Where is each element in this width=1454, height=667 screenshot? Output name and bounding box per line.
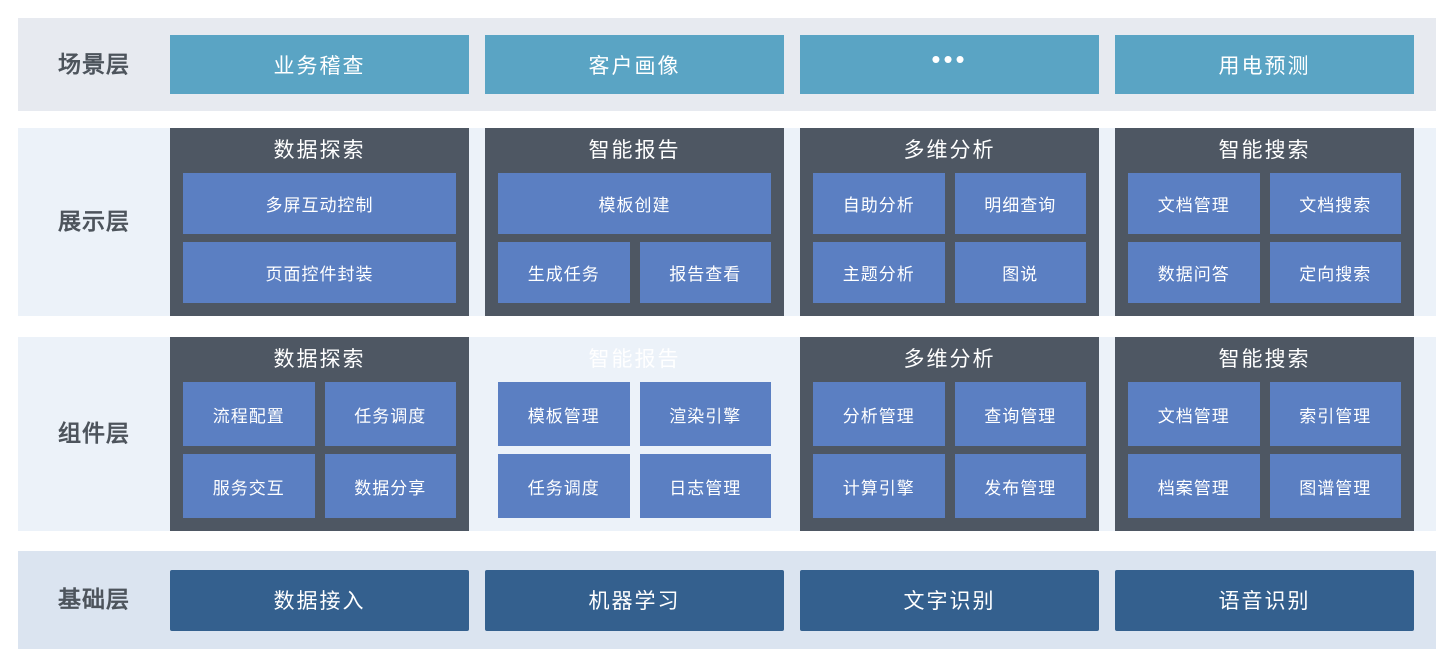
card-row: 服务交互 数据分享 [183,454,456,518]
card-presentation-1[interactable]: 数据探索 多屏互动控制 页面控件封装 [170,128,469,316]
card-title: 数据探索 [273,139,366,162]
scenario-box-more-ellipsis[interactable]: ••• [800,35,1099,94]
layer-label-scenario: 场景层 [58,50,130,77]
card-row: 多屏互动控制 [183,173,456,235]
chip[interactable]: 报告查看 [639,242,771,303]
chip[interactable]: 档案管理 [1128,454,1260,518]
card-row: 主题分析 图说 [813,242,1086,303]
chip[interactable]: 页面控件封装 [183,242,456,303]
chip[interactable]: 模板创建 [498,173,771,235]
scenario-box-1[interactable]: 业务稽查 [170,35,469,94]
layer-body-scenario: 业务稽查 客户画像 ••• 用电预测 [170,18,1436,111]
card-row: 任务调度 日志管理 [498,454,771,518]
chip[interactable]: 计算引擎 [813,454,945,518]
card-rows: 文档管理 索引管理 档案管理 图谱管理 [1128,382,1401,518]
chip[interactable]: 任务调度 [324,382,456,447]
layer-body-component: 数据探索 流程配置 任务调度 服务交互 数据分享 智能报告 模板管理 [170,337,1436,531]
card-title: 智能报告 [588,139,681,162]
card-title: 多维分析 [903,139,996,162]
card-component-3[interactable]: 多维分析 分析管理 查询管理 计算引擎 发布管理 [800,337,1099,531]
card-row: 模板管理 渲染引擎 [498,382,771,447]
chip[interactable]: 生成任务 [498,242,630,303]
card-rows: 多屏互动控制 页面控件封装 [183,173,456,303]
chip[interactable]: 索引管理 [1269,382,1401,447]
scenario-box-4[interactable]: 用电预测 [1115,35,1414,94]
chip[interactable]: 定向搜索 [1269,242,1401,303]
card-presentation-4[interactable]: 智能搜索 文档管理 文档搜索 数据问答 定向搜索 [1115,128,1414,316]
card-row: 自助分析 明细查询 [813,173,1086,235]
chip[interactable]: 文档管理 [1128,382,1260,447]
card-row: 生成任务 报告查看 [498,242,771,303]
card-rows: 模板创建 生成任务 报告查看 [498,173,771,303]
chip[interactable]: 图说 [954,242,1086,303]
layer-presentation: 展示层 数据探索 多屏互动控制 页面控件封装 智能报告 模板创建 [18,128,1436,316]
chip[interactable]: 明细查询 [954,173,1086,235]
card-row: 模板创建 [498,173,771,235]
scenario-box-2[interactable]: 客户画像 [485,35,784,94]
chip[interactable]: 主题分析 [813,242,945,303]
card-title: 智能搜索 [1218,139,1311,162]
card-title: 数据探索 [273,348,366,371]
chip[interactable]: 分析管理 [813,382,945,447]
chip[interactable]: 模板管理 [498,382,630,447]
chip[interactable]: 服务交互 [183,454,315,518]
chip[interactable]: 日志管理 [639,454,771,518]
card-component-4[interactable]: 智能搜索 文档管理 索引管理 档案管理 图谱管理 [1115,337,1414,531]
card-presentation-3[interactable]: 多维分析 自助分析 明细查询 主题分析 图说 [800,128,1099,316]
card-rows: 分析管理 查询管理 计算引擎 发布管理 [813,382,1086,518]
layer-foundation: 基础层 数据接入 机器学习 文字识别 语音识别 [18,551,1436,649]
layer-label-foundation: 基础层 [58,586,130,613]
chip[interactable]: 发布管理 [954,454,1086,518]
chip[interactable]: 渲染引擎 [639,382,771,447]
card-rows: 文档管理 文档搜索 数据问答 定向搜索 [1128,173,1401,303]
layer-body-presentation: 数据探索 多屏互动控制 页面控件封装 智能报告 模板创建 [170,128,1436,316]
chip[interactable]: 数据分享 [324,454,456,518]
foundation-box-2[interactable]: 机器学习 [485,569,784,631]
card-rows: 流程配置 任务调度 服务交互 数据分享 [183,382,456,518]
chip[interactable]: 任务调度 [498,454,630,518]
card-row: 文档管理 索引管理 [1128,382,1401,447]
chip[interactable]: 自助分析 [813,173,945,235]
card-title: 智能搜索 [1218,348,1311,371]
layer-scenario: 场景层 业务稽查 客户画像 ••• 用电预测 [18,18,1436,111]
foundation-box-1[interactable]: 数据接入 [170,569,469,631]
chip[interactable]: 查询管理 [954,382,1086,447]
chip[interactable]: 流程配置 [183,382,315,447]
card-title: 智能报告 [588,348,681,371]
card-row: 档案管理 图谱管理 [1128,454,1401,518]
card-row: 计算引擎 发布管理 [813,454,1086,518]
chip[interactable]: 数据问答 [1128,242,1260,303]
layer-component: 组件层 数据探索 流程配置 任务调度 服务交互 数据分享 智能报告 [18,337,1436,531]
card-presentation-2[interactable]: 智能报告 模板创建 生成任务 报告查看 [485,128,784,316]
card-row: 分析管理 查询管理 [813,382,1086,447]
card-row: 文档管理 文档搜索 [1128,173,1401,235]
card-row: 页面控件封装 [183,242,456,303]
chip[interactable]: 图谱管理 [1269,454,1401,518]
card-rows: 自助分析 明细查询 主题分析 图说 [813,173,1086,303]
foundation-box-3[interactable]: 文字识别 [800,569,1099,631]
layer-label-component: 组件层 [58,420,130,447]
chip[interactable]: 文档搜索 [1269,173,1401,235]
chip[interactable]: 多屏互动控制 [183,173,456,235]
foundation-box-4[interactable]: 语音识别 [1115,569,1414,631]
card-row: 数据问答 定向搜索 [1128,242,1401,303]
layer-label-presentation: 展示层 [58,208,130,235]
card-rows: 模板管理 渲染引擎 任务调度 日志管理 [498,382,771,518]
chip[interactable]: 文档管理 [1128,173,1260,235]
card-title: 多维分析 [903,348,996,371]
card-component-2[interactable]: 智能报告 模板管理 渲染引擎 任务调度 日志管理 [485,337,784,531]
card-row: 流程配置 任务调度 [183,382,456,447]
layer-body-foundation: 数据接入 机器学习 文字识别 语音识别 [170,551,1436,649]
card-component-1[interactable]: 数据探索 流程配置 任务调度 服务交互 数据分享 [170,337,469,531]
